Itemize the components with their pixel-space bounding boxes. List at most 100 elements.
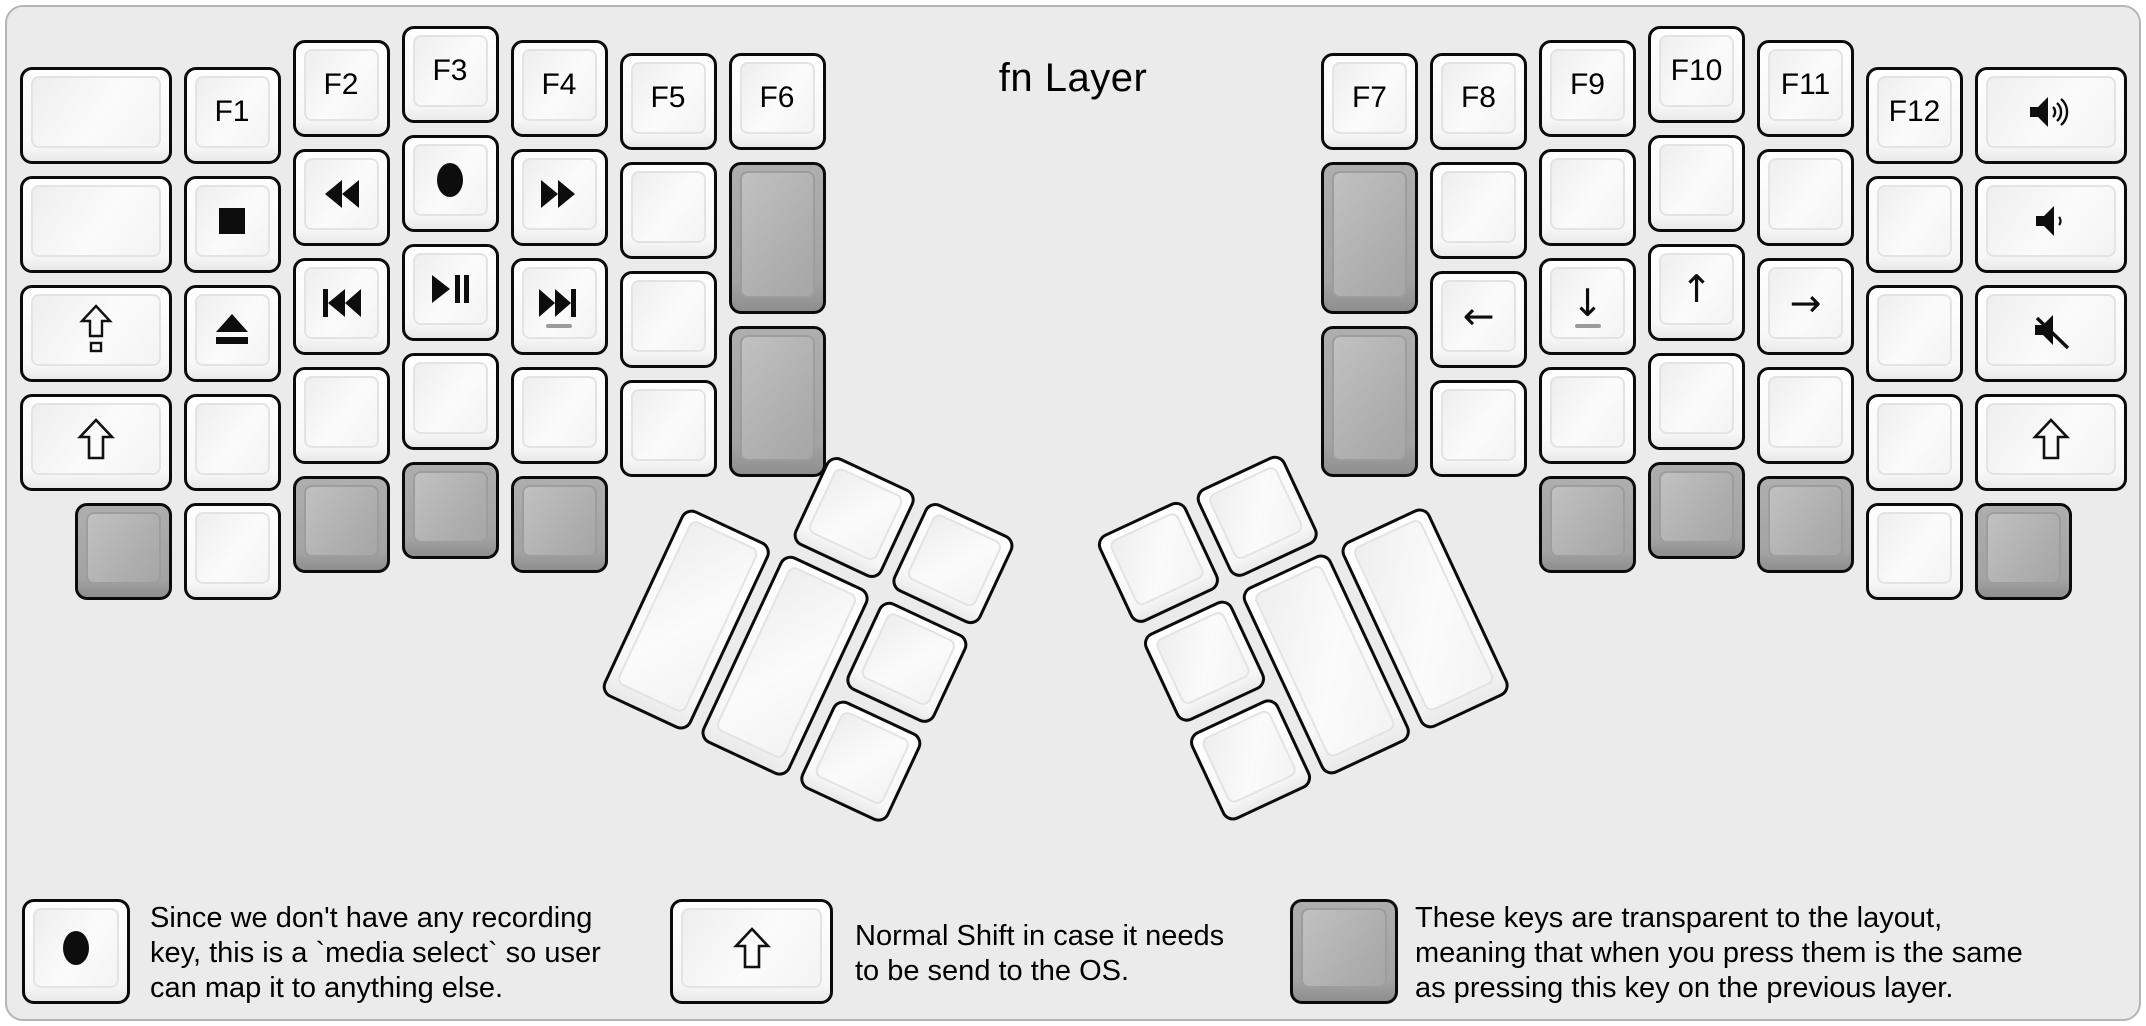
legend-line: Since we don't have any recording (150, 902, 593, 934)
keytop (1877, 511, 1952, 584)
key-volume-up (1975, 66, 2127, 164)
keytop (630, 280, 706, 353)
keytop: F8 (1441, 62, 1516, 135)
keytop (1768, 484, 1843, 557)
previous-track-icon (319, 288, 363, 318)
key-blank (1757, 366, 1854, 464)
key-record (22, 899, 130, 1004)
key-label: F9 (1569, 67, 1605, 101)
fast-forward-icon (539, 179, 579, 209)
key-transparent (728, 325, 826, 478)
keytop (1199, 708, 1299, 806)
keytop (412, 362, 488, 434)
keytop (194, 402, 270, 475)
key-blank (1430, 162, 1527, 260)
key-blank (1757, 148, 1854, 246)
key-blank (20, 66, 172, 164)
keytop: → (1768, 266, 1843, 339)
keytop (1877, 184, 1952, 257)
key-transparent (510, 475, 608, 573)
key-transparent (1321, 325, 1418, 478)
key-f5: F5 (619, 53, 717, 151)
key-blank (619, 380, 717, 478)
key-label: F5 (650, 81, 686, 115)
keytop: F5 (630, 62, 706, 135)
key-shift (670, 899, 833, 1004)
key-blank (1539, 366, 1636, 464)
record-icon (60, 928, 92, 968)
keytop (1986, 293, 2116, 366)
key-transparent (1648, 462, 1745, 559)
keytop: F10 (1659, 35, 1734, 107)
key-label: F11 (1780, 67, 1831, 101)
key-play-pause (401, 244, 499, 341)
keytop: ↓ (1550, 266, 1625, 339)
key-transparent (401, 462, 499, 559)
key-blank (1648, 135, 1745, 232)
shift-icon (2031, 417, 2070, 461)
keytop (412, 471, 488, 543)
key-transparent (1757, 475, 1854, 573)
key-record (401, 135, 499, 232)
keytop (194, 184, 270, 257)
keytop (1550, 484, 1625, 557)
key-stop (183, 175, 281, 273)
keytop: ↑ (1659, 253, 1734, 325)
keytop (31, 75, 161, 148)
key-blank (619, 271, 717, 369)
key-transparent (1975, 502, 2072, 600)
volume-up-icon (2027, 94, 2075, 130)
keytop (1986, 511, 2061, 584)
key-f1: F1 (183, 66, 281, 164)
key-blank (1866, 175, 1963, 273)
layer-title: fn Layer (998, 56, 1148, 100)
keytop (521, 266, 597, 339)
keytop (31, 402, 161, 475)
key-blank (1539, 148, 1636, 246)
key-label: F6 (759, 81, 795, 115)
key-blank (1430, 380, 1527, 478)
key-blank (619, 162, 717, 260)
keytop (1441, 171, 1516, 244)
key-f3: F3 (401, 26, 499, 123)
key-label: F4 (541, 67, 577, 101)
legend-line: can map it to anything else. (150, 972, 504, 1004)
key-transparent (292, 475, 390, 573)
keytop (31, 293, 161, 366)
key-blank (183, 393, 281, 491)
key-blank (292, 366, 390, 464)
legend-line: Normal Shift in case it needs (855, 920, 1225, 952)
keytop (681, 908, 822, 988)
key-transparent (74, 502, 172, 600)
keytop (813, 709, 912, 807)
key-f10: F10 (1648, 26, 1745, 123)
key-blank (1866, 393, 1963, 491)
keytop: F6 (739, 62, 815, 135)
legend-line: as pressing this key on the previous lay… (1415, 972, 1954, 1004)
legend-line: to be send to the OS. (855, 955, 1130, 987)
keytop: F7 (1332, 62, 1407, 135)
keytop: F2 (303, 48, 379, 121)
keytop (806, 465, 905, 563)
shift-icon (732, 926, 771, 970)
keytop (1206, 464, 1305, 562)
keytop (303, 484, 379, 557)
key-fast-forward (510, 148, 608, 246)
keytop: ← (1441, 280, 1516, 353)
keytop (1768, 375, 1843, 448)
arrow-down-icon: ↓ (1571, 280, 1604, 325)
key-f4: F4 (510, 39, 608, 137)
keytop (1659, 362, 1734, 434)
keytop (303, 157, 379, 230)
keytop (33, 908, 119, 988)
key-transparent (728, 162, 826, 314)
key-blank (401, 353, 499, 450)
mute-icon (2030, 309, 2072, 351)
key-arrow-right: → (1757, 257, 1854, 355)
arrow-up-icon: ↑ (1680, 267, 1713, 311)
keytop (412, 144, 488, 216)
key-blank (20, 175, 172, 273)
keytop: F4 (521, 48, 597, 121)
